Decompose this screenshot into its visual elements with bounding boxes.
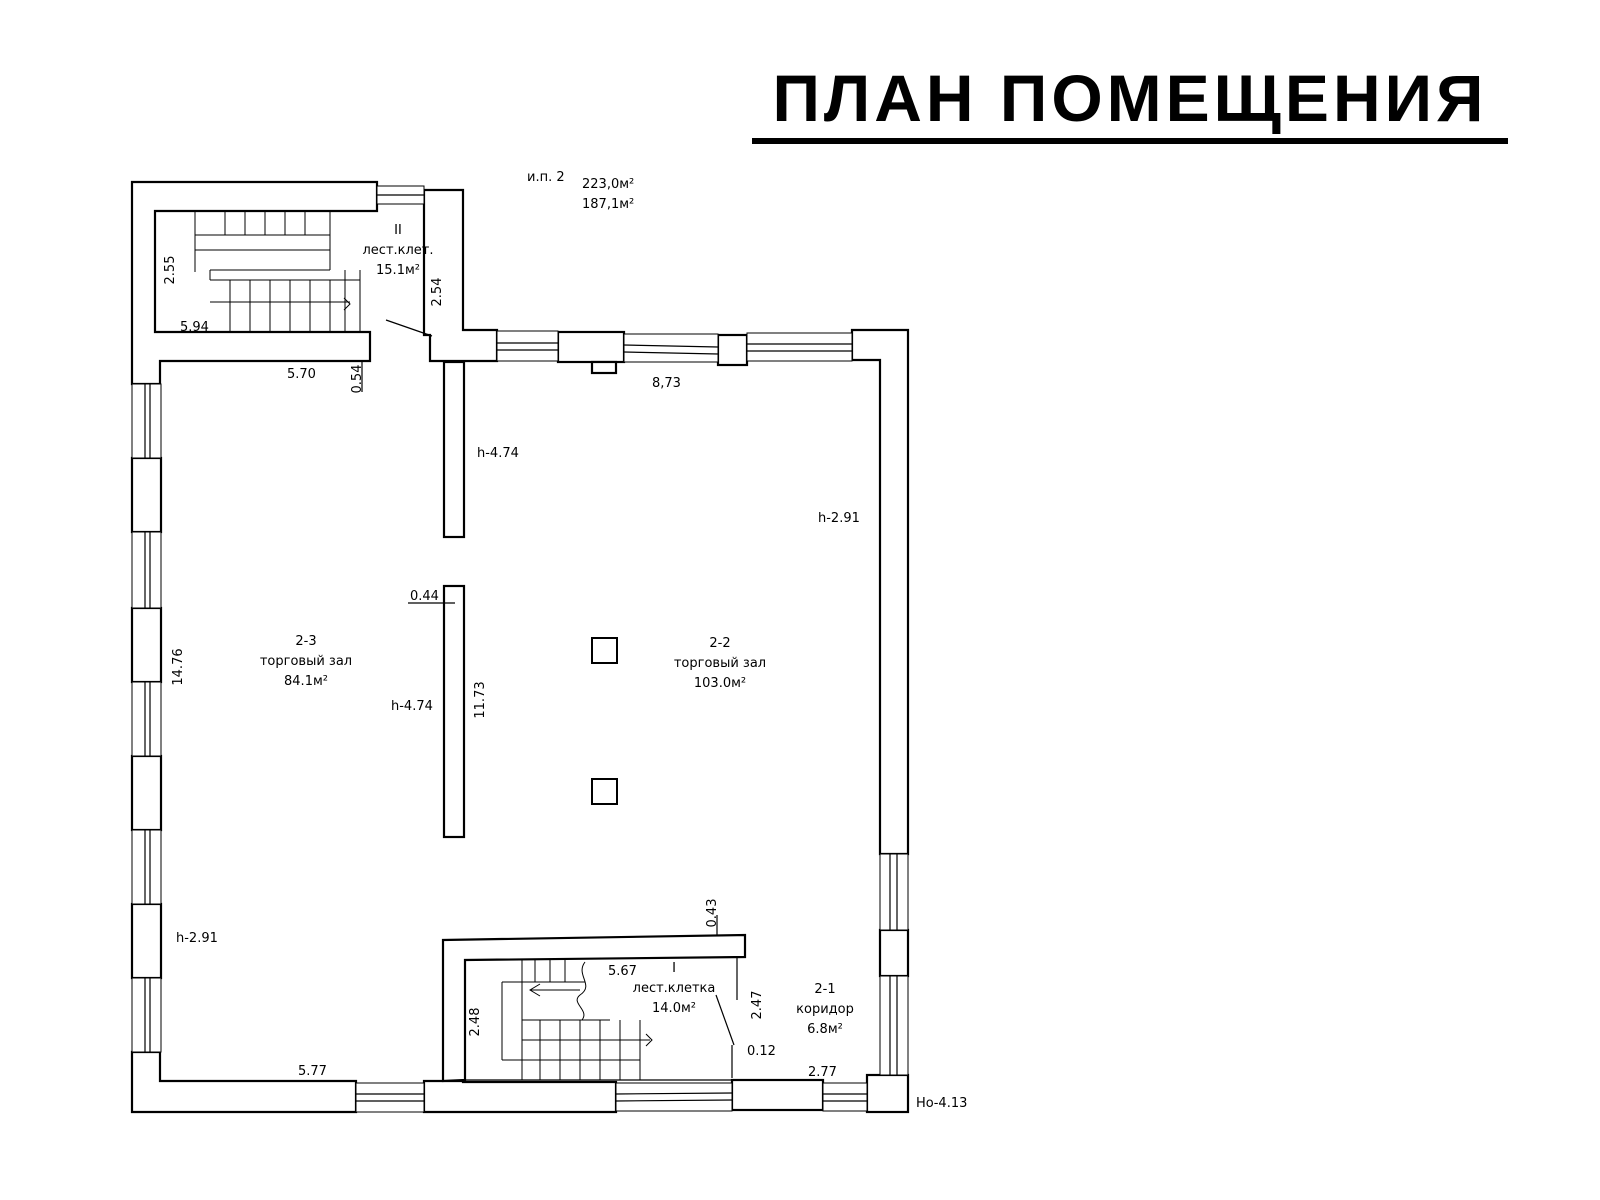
total-area: 223,0м² — [582, 177, 634, 192]
walls — [130, 180, 910, 1114]
window — [879, 853, 909, 931]
window — [746, 332, 853, 362]
corridor-name: коридор — [796, 1002, 854, 1017]
corridor-area: 6.8м² — [807, 1022, 843, 1037]
height-lower-partition: h-4.74 — [391, 699, 433, 714]
stair-i-name: лест.клетка — [633, 981, 716, 996]
left-wall-pier — [130, 606, 163, 684]
elevation-mark: Но-4.13 — [916, 1096, 967, 1111]
dimension-lines — [361, 361, 718, 935]
top-wall-pier — [556, 330, 626, 364]
labels: и.п. 2 223,0м² 187,1м² II лест.клет. 15.… — [163, 170, 967, 1111]
window — [822, 1082, 868, 1112]
unit-label: и.п. 2 — [527, 170, 565, 185]
window — [131, 977, 162, 1053]
dim-stair-ii-width: 5.94 — [180, 320, 209, 335]
dim-partition-length: 11.73 — [473, 681, 488, 718]
window — [879, 975, 909, 1076]
dim-stair-ii-side: 2.54 — [430, 278, 445, 307]
stair-i-number: I — [672, 961, 676, 976]
plan-title: ПЛАН ПОМЕЩЕНИЯ — [752, 58, 1508, 144]
window — [131, 383, 162, 459]
window — [131, 531, 162, 609]
window — [496, 330, 559, 362]
hall-2-3-name: торговый зал — [260, 654, 352, 669]
dim-top-left-wall: 5.70 — [287, 367, 316, 382]
height-left-hall: h-2.91 — [176, 931, 218, 946]
dim-partition-thickness: 0.44 — [410, 589, 439, 604]
lower-partition — [442, 584, 466, 839]
dim-stair-ii-height: 2.55 — [163, 256, 178, 285]
corridor-number: 2-1 — [814, 982, 835, 997]
dim-stair-i-top-thickness: 0.43 — [705, 899, 720, 928]
dim-left-wall-length: 14.76 — [171, 648, 186, 685]
left-wall-pier — [130, 754, 163, 832]
dim-bottom-left-wall: 5.77 — [298, 1064, 327, 1079]
dim-corridor-width: 2.77 — [808, 1065, 837, 1080]
stair-ii-number: II — [394, 223, 402, 238]
height-upper-partition: h-4.74 — [477, 446, 519, 461]
hall-2-3-area: 84.1м² — [284, 674, 328, 689]
height-right-hall: h-2.91 — [818, 511, 860, 526]
column — [591, 637, 618, 664]
dim-stair-i-height: 2.48 — [468, 1008, 483, 1037]
left-wall-pier — [130, 902, 163, 980]
right-outer-wall — [850, 328, 910, 856]
window — [355, 1082, 425, 1113]
column — [591, 778, 618, 805]
windows — [131, 185, 909, 1113]
stair-ii-area: 15.1м² — [376, 263, 420, 278]
stair-ii-name: лест.клет. — [362, 243, 433, 258]
right-wall-pier — [878, 928, 910, 978]
stair-i-wall — [441, 933, 747, 1083]
hall-2-2-name: торговый зал — [674, 656, 766, 671]
bottom-wall-segment — [422, 1079, 618, 1114]
stairs-i — [501, 960, 735, 1080]
useful-area: 187,1м² — [582, 197, 634, 212]
bottom-left-wall — [130, 1050, 358, 1114]
dim-corridor-wall: 0.12 — [747, 1044, 776, 1059]
upper-partition — [442, 360, 466, 539]
dim-stair-i-side: 2.47 — [750, 991, 765, 1020]
dim-top-right-wall: 8,73 — [652, 376, 681, 391]
window — [131, 829, 162, 905]
window — [615, 1082, 733, 1112]
bottom-wall-pier — [730, 1078, 825, 1112]
dim-top-left-wall-thickness: 0.54 — [350, 365, 365, 394]
hall-2-3-number: 2-3 — [295, 634, 316, 649]
top-wall-column — [590, 360, 618, 375]
bottom-right-corner — [865, 1073, 910, 1114]
stair-ii-right-wall — [422, 188, 499, 363]
hall-2-2-area: 103.0м² — [694, 676, 746, 691]
window — [131, 681, 162, 757]
left-wall-pier — [130, 456, 163, 534]
top-wall-pier — [716, 333, 749, 367]
stairs-ii — [194, 212, 433, 337]
window — [623, 333, 719, 363]
hall-2-2-number: 2-2 — [709, 636, 730, 651]
dim-stair-i-width: 5.67 — [608, 964, 637, 979]
stair-i-area: 14.0м² — [652, 1001, 696, 1016]
